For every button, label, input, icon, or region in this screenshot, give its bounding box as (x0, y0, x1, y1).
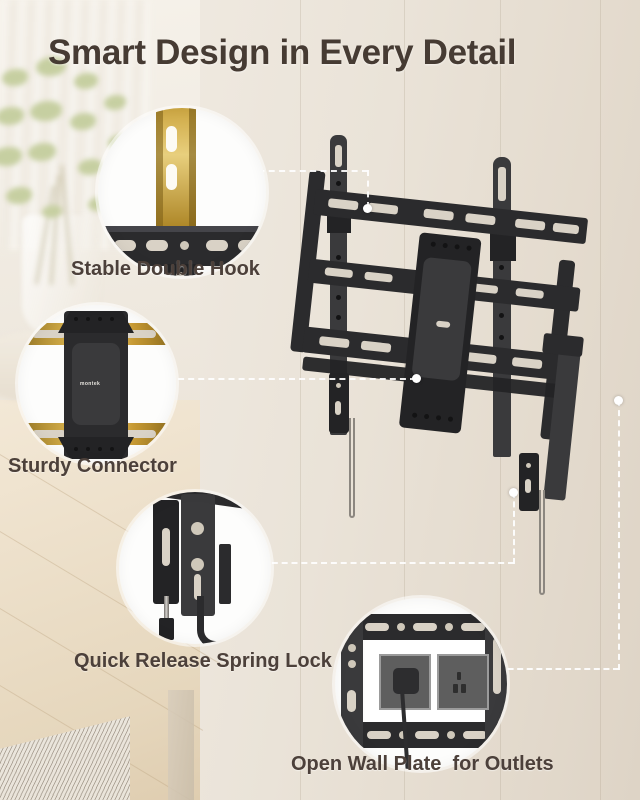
feature-label-stable-double-hook: Stable Double Hook (71, 258, 260, 280)
background-plant (0, 55, 152, 295)
gold-hook-bar (156, 108, 196, 234)
wall-seam (300, 0, 301, 800)
feature-label-open-wall-plate: Open Wall Plate for Outlets (291, 753, 554, 775)
connector-line-feature-3-up (513, 492, 515, 564)
spring-lock-plate (181, 494, 215, 616)
callout-quick-release-spring-lock[interactable] (119, 492, 271, 644)
connector-line-feature-1-down (367, 170, 369, 208)
power-plug (393, 668, 419, 694)
page-title: Smart Design in Every Detail (48, 33, 517, 72)
connector-body (64, 311, 128, 459)
gold-rail-bottom (18, 423, 176, 445)
wall-plate-bottom-rail (351, 722, 507, 748)
brand-logo: montek (80, 381, 101, 387)
connector-dot-feature-4 (614, 396, 623, 405)
wall-seam (600, 0, 601, 800)
connector-dot-feature-1 (363, 204, 372, 213)
wall-plate-top-rail (349, 614, 507, 640)
callout-open-wall-plate-for-outlets[interactable] (335, 598, 507, 770)
feature-label-quick-release-spring-lock: Quick Release Spring Lock (74, 650, 332, 672)
gold-rail-top (18, 323, 176, 345)
connector-dot-feature-3 (509, 488, 518, 497)
callout-stable-double-hook[interactable] (98, 108, 266, 276)
tv-wall-mount-product (290, 135, 605, 595)
connector-line-feature-4 (498, 668, 619, 670)
release-cord-right (539, 490, 545, 595)
connector-line-feature-2 (168, 378, 416, 380)
wall-outlet-right (437, 654, 489, 710)
wall-outlet-left (379, 654, 431, 710)
release-cord-left (349, 418, 355, 518)
connector-line-feature-4-up (618, 400, 620, 670)
connector-dot-feature-2 (412, 374, 421, 383)
feature-label-sturdy-connector: Sturdy Connector (8, 455, 177, 477)
callout-sturdy-connector[interactable]: montek (18, 305, 176, 463)
connector-line-feature-1 (248, 170, 368, 172)
connector-line-feature-3 (262, 562, 514, 564)
background-furniture-edge (168, 690, 194, 800)
